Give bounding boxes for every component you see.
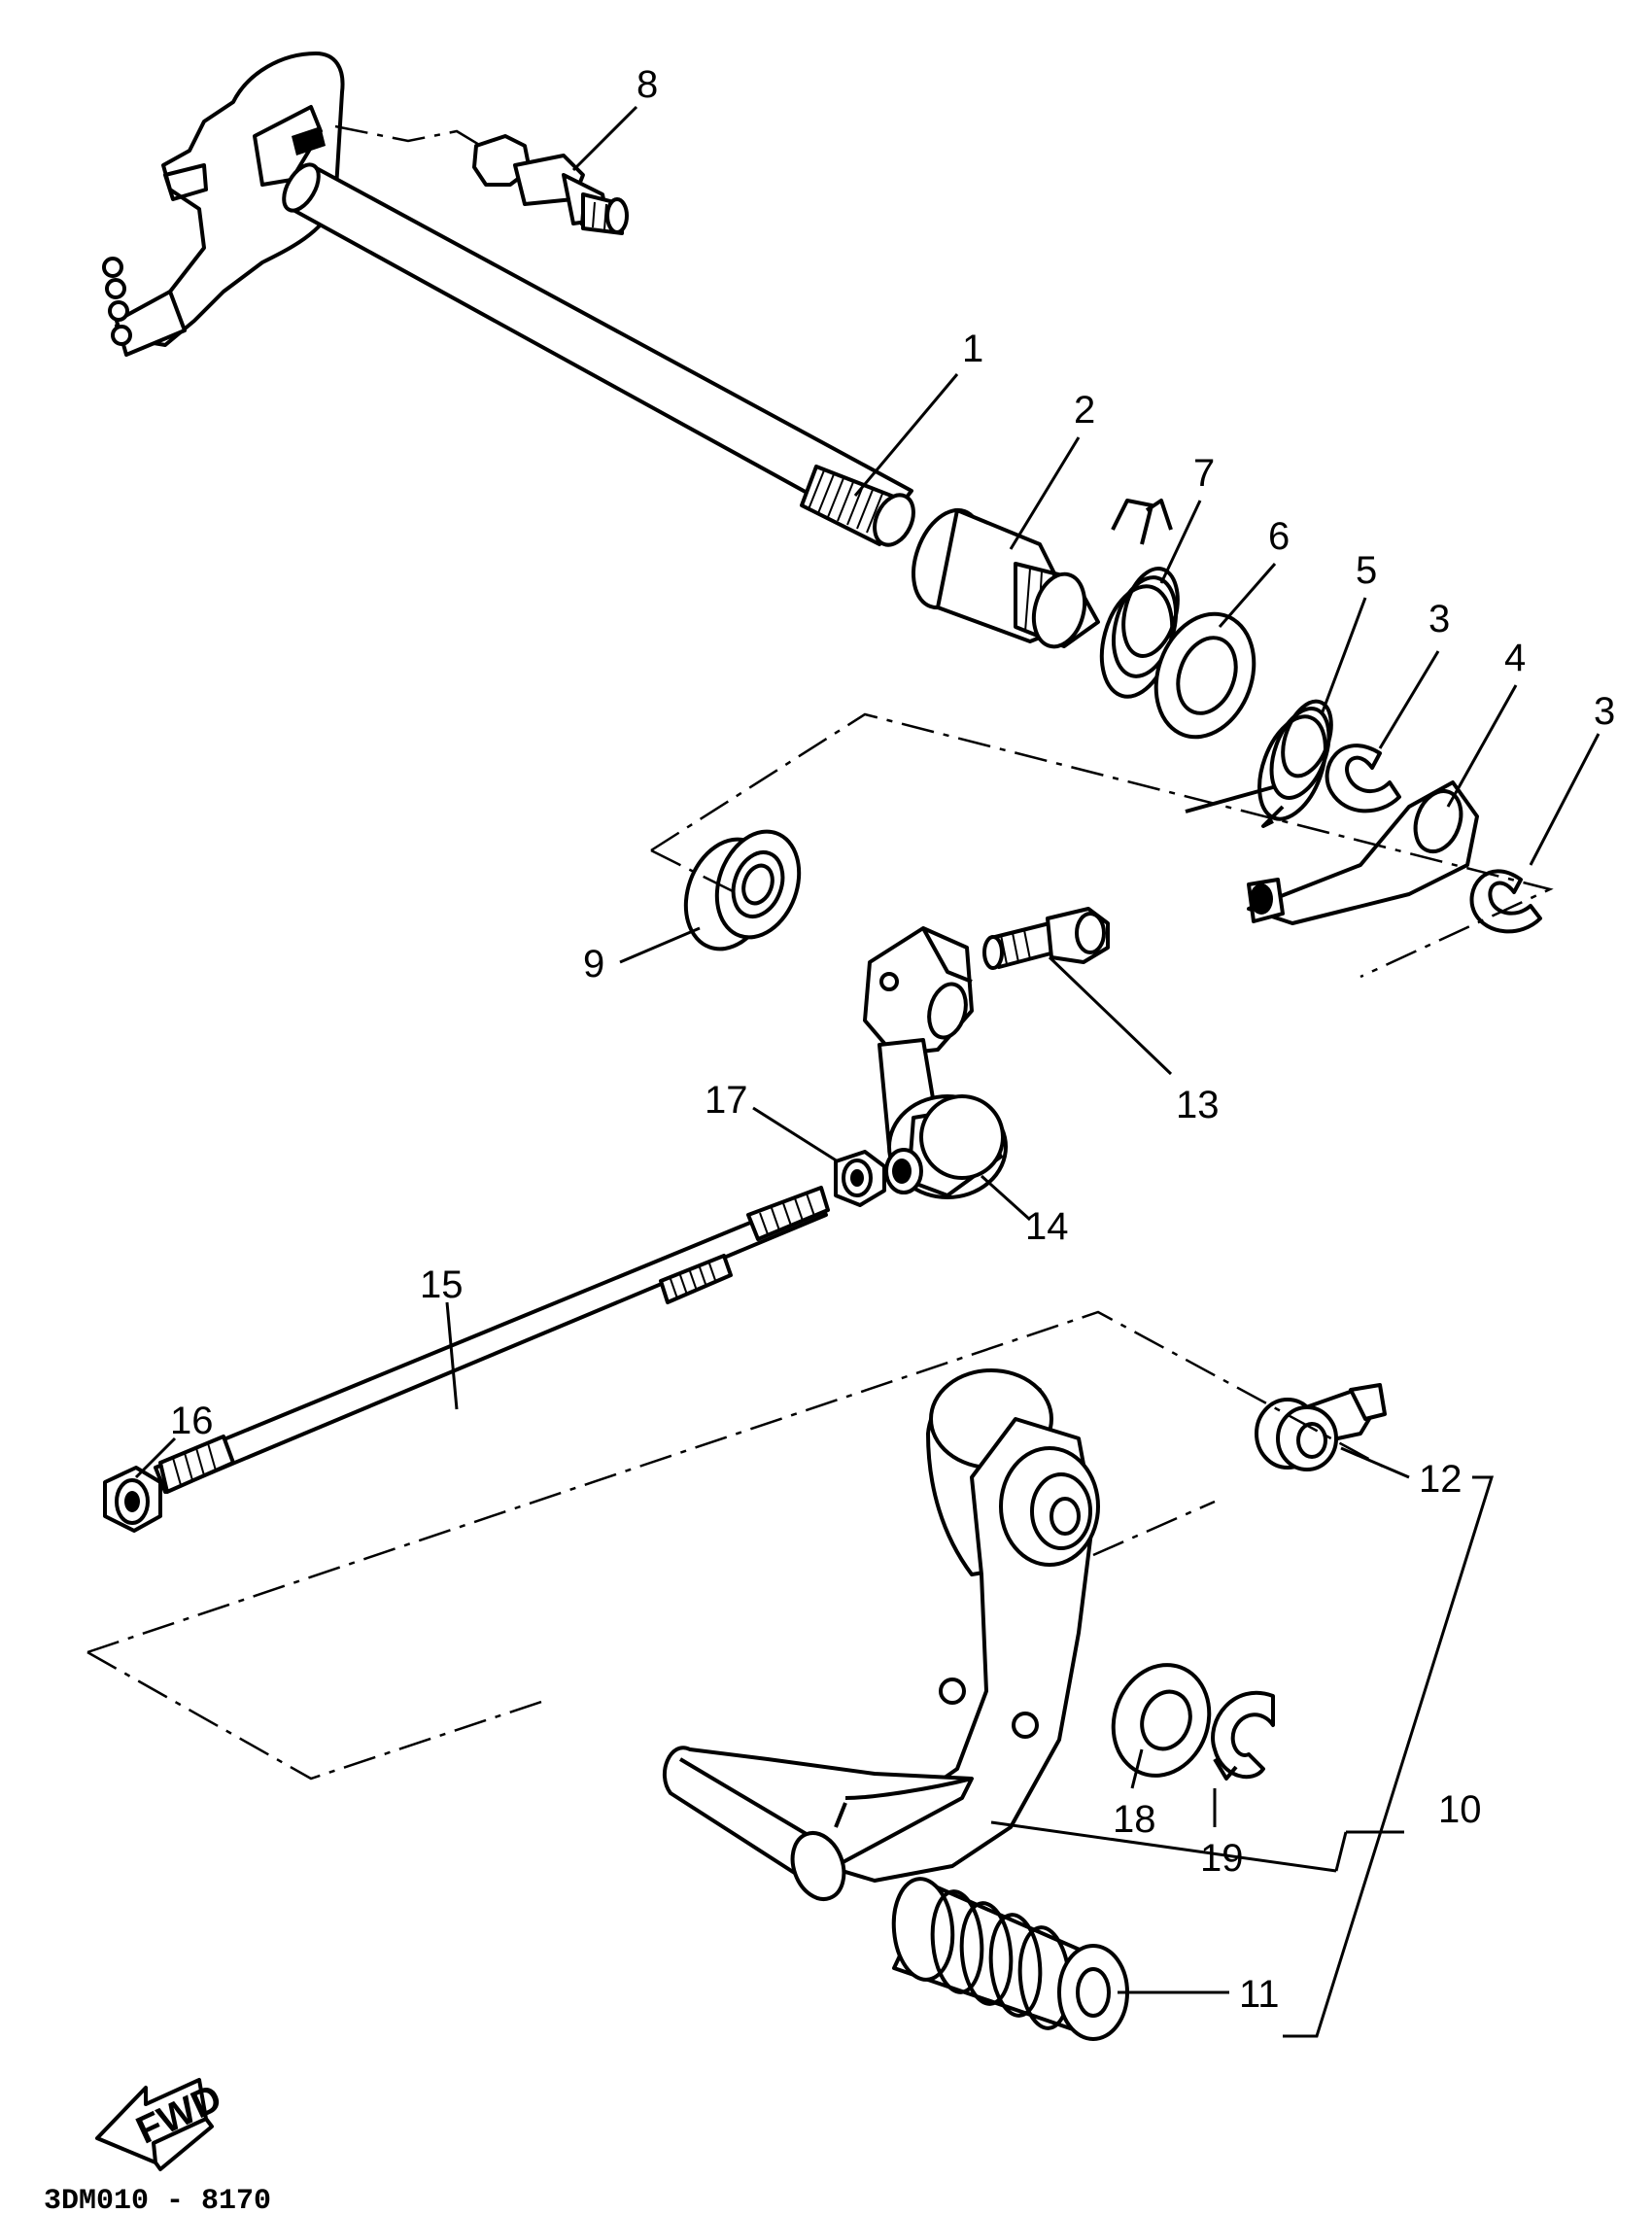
pedal-circlip-drawing <box>1211 1690 1275 1781</box>
washer-drawing <box>1153 611 1256 740</box>
callout-12: 12 <box>1419 1458 1463 1501</box>
callout-11: 11 <box>1239 1973 1280 2016</box>
rod-end-joint-drawing <box>1255 1383 1387 1471</box>
shift-shaft-drawing <box>102 52 915 547</box>
callout-9: 9 <box>583 943 604 986</box>
shift-rod-drawing <box>154 1186 830 1494</box>
callout-2: 2 <box>1074 389 1095 432</box>
callout-3-upper: 3 <box>1428 598 1450 640</box>
callout-8: 8 <box>637 63 658 106</box>
callout-14: 14 <box>1025 1205 1069 1248</box>
pedal-washer-drawing <box>1111 1663 1212 1778</box>
callout-6: 6 <box>1268 515 1290 558</box>
callout-18: 18 <box>1113 1798 1156 1841</box>
callout-17: 17 <box>705 1079 748 1122</box>
circlip-drawing <box>1325 744 1542 934</box>
callout-19: 19 <box>1200 1837 1244 1880</box>
shift-arm-plate-drawing <box>1247 780 1479 925</box>
callout-1: 1 <box>962 328 983 370</box>
callout-13: 13 <box>1176 1084 1220 1126</box>
forward-arrow-icon: FWD <box>95 2076 228 2171</box>
lower-assembly-outline <box>86 1310 1386 1781</box>
callout-10: 10 <box>1438 1788 1482 1831</box>
stopper-bolt-drawing <box>334 124 629 235</box>
bearing-drawing <box>683 829 802 951</box>
callout-16: 16 <box>170 1400 214 1442</box>
collar-drawing <box>912 507 1100 649</box>
callout-4: 4 <box>1504 637 1526 679</box>
footpeg-rubber-drawing <box>891 1877 1129 2041</box>
upper-assembly-outline <box>650 712 1554 979</box>
callout-7: 7 <box>1193 452 1215 495</box>
shift-pedal-drawing <box>662 1368 1100 1901</box>
clamp-lever-drawing <box>863 926 1008 1199</box>
callout-5: 5 <box>1356 549 1377 592</box>
callout-15: 15 <box>420 1263 464 1306</box>
nut-16-drawing <box>103 1466 162 1533</box>
diagram-code: 3DM010 - 8170 <box>44 2185 271 2214</box>
clamp-bolt-drawing <box>982 907 1110 970</box>
leader-lines <box>134 105 1600 2038</box>
callout-3-lower: 3 <box>1594 690 1615 733</box>
return-spring-drawing <box>1185 699 1333 828</box>
nut-17-drawing <box>834 1150 886 1207</box>
